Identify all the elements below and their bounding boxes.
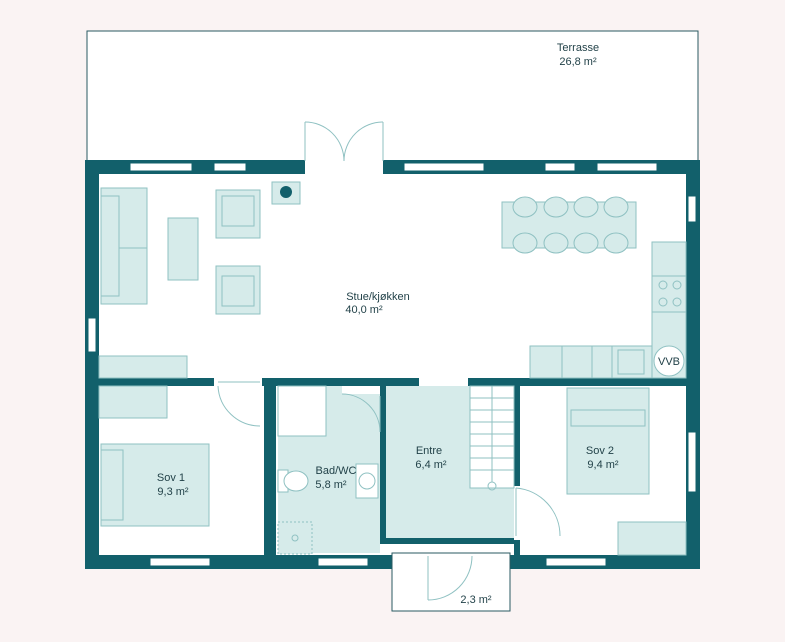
- bathroom-cabinet: [277, 385, 327, 437]
- terrasse-name: Terrasse: [557, 42, 599, 54]
- terrasse-label: Terrasse 26,8 m²: [557, 42, 599, 68]
- bad-area: 5,8 m²: [315, 479, 347, 491]
- interior-doors: [214, 378, 561, 540]
- stove: [271, 181, 301, 205]
- sov1-name: Sov 1: [157, 472, 185, 484]
- bad-label: Bad/WC 5,8 m²: [315, 465, 356, 491]
- entre-area: 6,4 m²: [415, 459, 447, 471]
- front-door: [391, 552, 511, 612]
- shower: [277, 521, 313, 555]
- sov1-label: Sov 1 9,3 m²: [157, 472, 189, 498]
- sov2-area: 9,4 m²: [587, 459, 619, 471]
- sov1-bed: [100, 443, 210, 527]
- entre-name: Entre: [416, 445, 442, 457]
- terrace-door: [304, 121, 384, 174]
- stue-name: Stue/kjøkken: [346, 291, 410, 303]
- porch-area: 2,3 m²: [460, 594, 492, 606]
- terrasse-area: 26,8 m²: [559, 56, 597, 68]
- sov2-wardrobe: [617, 521, 687, 556]
- bathroom-sink: [355, 463, 379, 499]
- stue-area: 40,0 m²: [345, 304, 383, 316]
- sov2-label: Sov 2 9,4 m²: [586, 445, 619, 471]
- stue-label: Stue/kjøkken 40,0 m²: [345, 291, 409, 316]
- vvb-label: VVB: [658, 356, 680, 368]
- sov1-wardrobe: [98, 385, 168, 419]
- sov1-area: 9,3 m²: [157, 486, 189, 498]
- armchair-bottom: [215, 265, 261, 315]
- sofa: [100, 187, 148, 305]
- sov2-bed: [566, 387, 650, 495]
- tv-bench: [98, 355, 188, 379]
- coffee-table: [167, 217, 199, 281]
- entre-label: Entre 6,4 m²: [415, 445, 447, 471]
- toilet: [277, 469, 309, 493]
- staircase: [469, 385, 515, 491]
- water-heater: VVB: [653, 345, 685, 377]
- armchair-top: [215, 189, 261, 239]
- bad-name: Bad/WC: [316, 465, 357, 477]
- windows: [87, 162, 697, 567]
- dining-chairs: [512, 196, 629, 254]
- interior-walls: [99, 378, 686, 556]
- terrace: [86, 30, 699, 162]
- sov2-name: Sov 2: [586, 445, 614, 457]
- dining-table: [501, 196, 637, 254]
